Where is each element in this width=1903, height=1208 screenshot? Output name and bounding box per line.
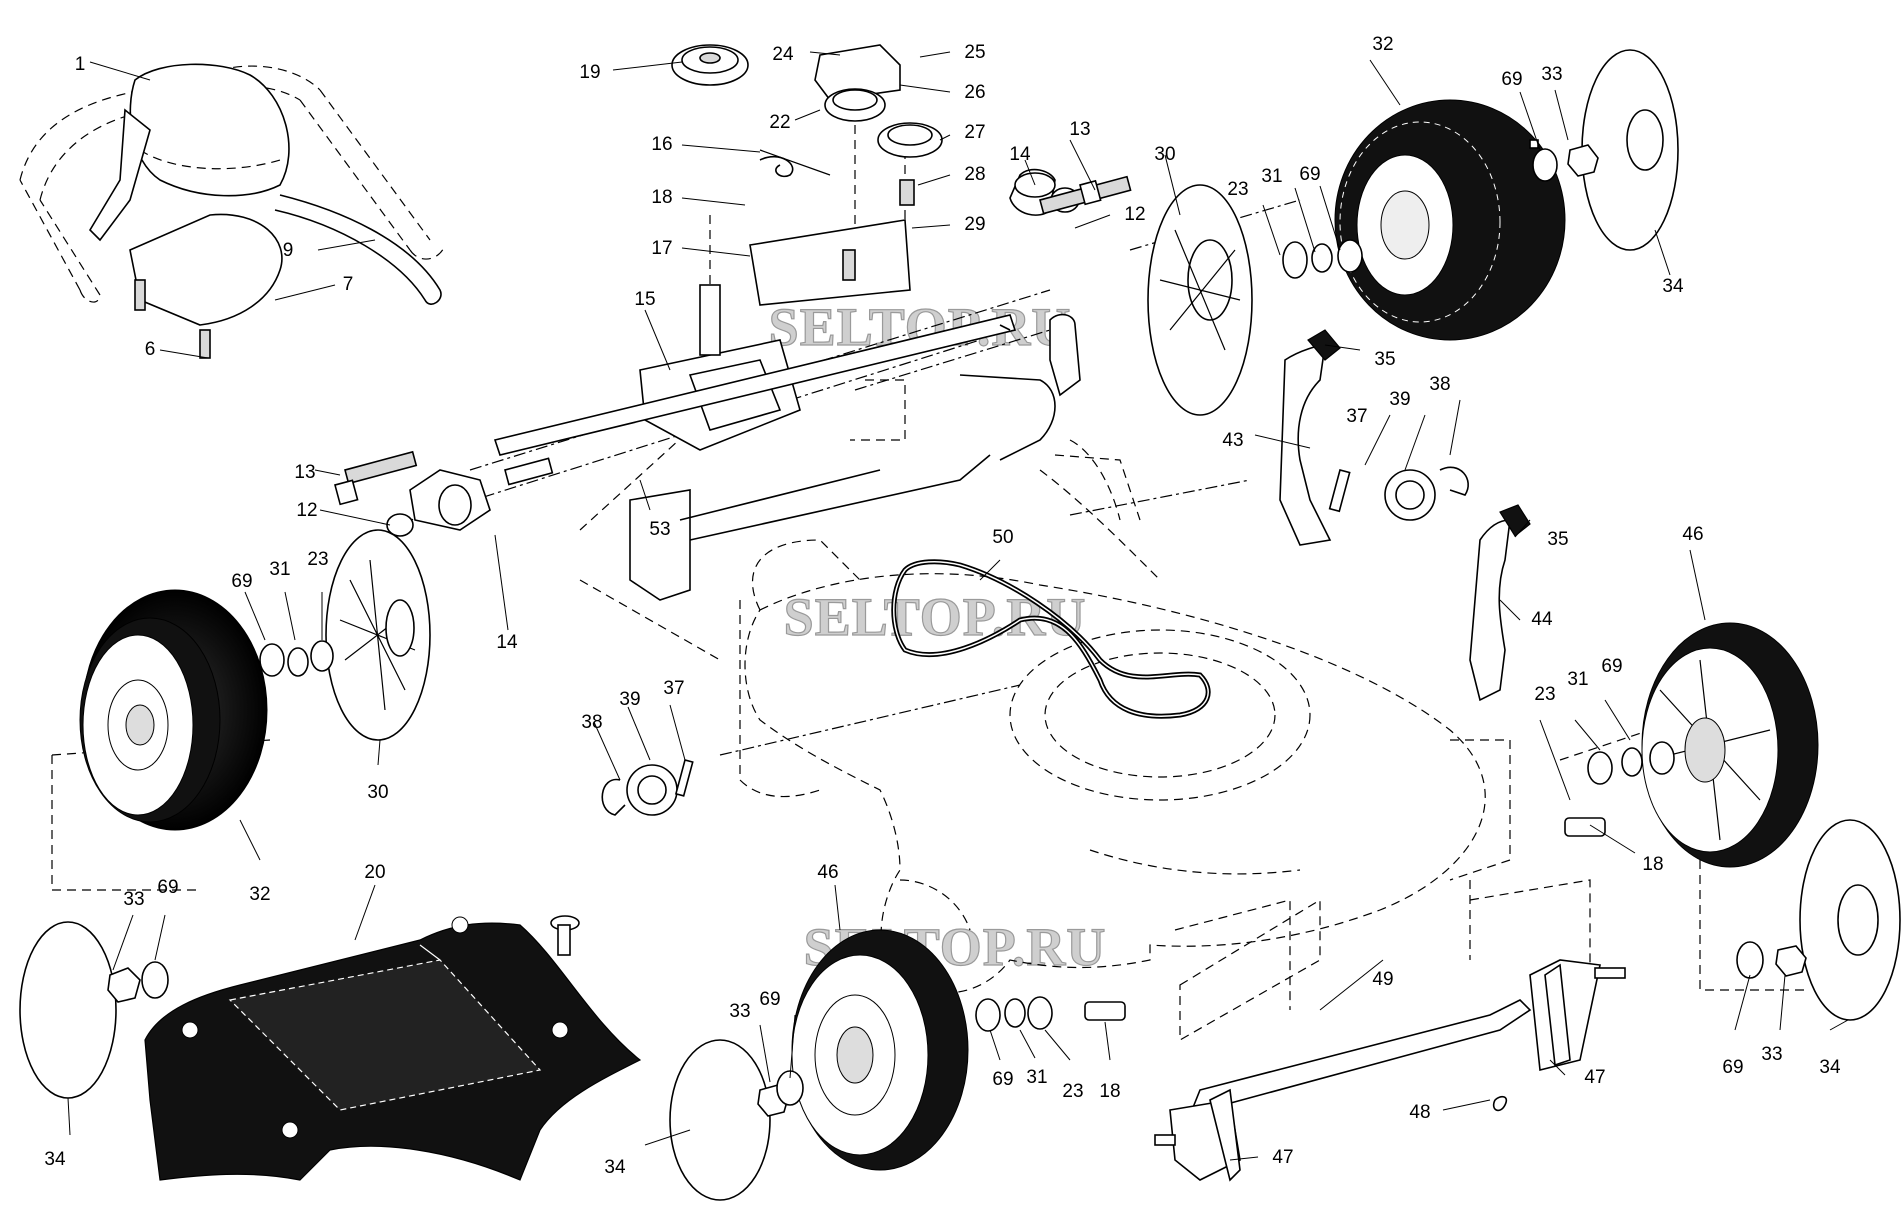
callout-44: 44 (1531, 609, 1553, 630)
callout-69: 69 (1601, 656, 1622, 677)
callout-32: 32 (1372, 34, 1393, 55)
callout-6: 6 (145, 339, 156, 360)
callout-48: 48 (1409, 1102, 1430, 1123)
hubcap (19, 921, 117, 1099)
callout-34: 34 (1662, 276, 1684, 297)
rear-right-wheel (1334, 99, 1566, 341)
callout-47: 47 (1272, 1147, 1293, 1168)
callout-33: 33 (1761, 1044, 1782, 1065)
callout-34: 34 (1819, 1057, 1841, 1078)
callout-22: 22 (769, 112, 790, 133)
callout-46: 46 (1682, 524, 1703, 545)
callout-38: 38 (1429, 374, 1450, 395)
callout-53: 53 (649, 519, 670, 540)
callout-28: 28 (964, 164, 985, 185)
callout-12: 12 (1124, 204, 1145, 225)
callout-27: 27 (964, 122, 985, 143)
callout-23: 23 (1534, 684, 1555, 705)
callout-38: 38 (581, 712, 602, 733)
callout-7: 7 (343, 274, 354, 295)
callout-15: 15 (634, 289, 655, 310)
callout-19: 19 (579, 62, 600, 83)
callout-30: 30 (1154, 144, 1175, 165)
callout-13: 13 (1069, 119, 1090, 140)
callout-34: 34 (604, 1157, 626, 1178)
callout-18: 18 (1099, 1081, 1120, 1102)
front-right-wheel (1641, 622, 1819, 868)
callout-17: 17 (651, 238, 672, 259)
callout-14: 14 (496, 632, 518, 653)
callout-37: 37 (1346, 406, 1367, 427)
leader-lines (67, 51, 1849, 1161)
callout-24: 24 (772, 44, 794, 65)
callout-32: 32 (249, 884, 270, 905)
callout-69: 69 (992, 1069, 1013, 1090)
rear-baffle (144, 915, 642, 1181)
callout-16: 16 (651, 134, 672, 155)
wheel-cover-left (325, 529, 431, 741)
callout-13: 13 (294, 462, 315, 483)
callout-35: 35 (1374, 349, 1395, 370)
watermark: SELTOP.RU (769, 297, 1072, 357)
callout-31: 31 (1567, 669, 1588, 690)
callout-1: 1 (75, 54, 86, 75)
callout-69: 69 (231, 571, 252, 592)
callout-39: 39 (1389, 389, 1410, 410)
front-axle-assembly (1154, 959, 1626, 1182)
callout-31: 31 (269, 559, 290, 580)
callout-31: 31 (1261, 166, 1282, 187)
rear-left-wheel (79, 589, 268, 831)
callout-31: 31 (1026, 1067, 1047, 1088)
callout-12: 12 (296, 500, 317, 521)
callout-69: 69 (759, 989, 780, 1010)
hubcap (669, 1039, 771, 1201)
callout-23: 23 (1227, 179, 1248, 200)
callout-69: 69 (157, 877, 178, 898)
callout-39: 39 (619, 689, 640, 710)
callout-23: 23 (307, 549, 328, 570)
callout-23: 23 (1062, 1081, 1083, 1102)
transmission-assembly (334, 44, 1132, 601)
handle-assembly (19, 63, 446, 359)
height-adjusters (601, 329, 1531, 816)
hardware-small (107, 139, 1807, 1117)
wheel-cover-right (1147, 184, 1253, 416)
callout-34: 34 (44, 1149, 66, 1170)
callout-18: 18 (651, 187, 672, 208)
callout-49: 49 (1372, 969, 1393, 990)
callout-25: 25 (964, 42, 985, 63)
callout-69: 69 (1722, 1057, 1743, 1078)
callout-20: 20 (364, 862, 385, 883)
callout-30: 30 (367, 782, 388, 803)
callout-46: 46 (817, 862, 838, 883)
callout-29: 29 (964, 214, 985, 235)
front-left-wheel (791, 929, 969, 1171)
callout-35: 35 (1547, 529, 1568, 550)
callout-33: 33 (123, 889, 144, 910)
callout-33: 33 (1541, 64, 1562, 85)
mower-deck (739, 439, 1511, 1042)
callout-69: 69 (1501, 69, 1522, 90)
callout-26: 26 (964, 82, 985, 103)
callout-labels: 1 9 7 6 19 24 25 26 22 27 16 28 18 29 17… (44, 34, 1841, 1178)
callout-69: 69 (1299, 164, 1320, 185)
callout-33: 33 (729, 1001, 750, 1022)
callout-14: 14 (1009, 144, 1031, 165)
callout-18: 18 (1642, 854, 1663, 875)
callout-47: 47 (1584, 1067, 1605, 1088)
callout-37: 37 (663, 678, 684, 699)
callout-50: 50 (992, 527, 1013, 548)
callout-43: 43 (1222, 430, 1243, 451)
callout-9: 9 (283, 240, 294, 261)
